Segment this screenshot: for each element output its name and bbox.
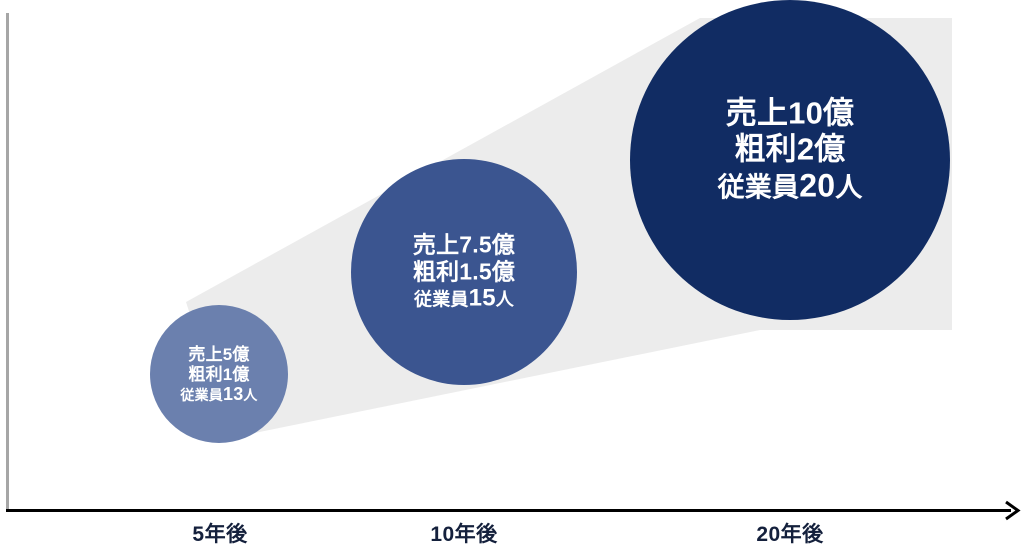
x-axis-arrow-icon [1005,500,1021,521]
bubble-10-years[interactable] [351,159,577,385]
bubble-5-years[interactable] [150,305,288,443]
x-axis-label-20-years: 20年後 [756,523,824,546]
x-axis-label-5-years: 5年後 [192,523,248,546]
x-axis-label-10-years: 10年後 [430,523,498,546]
bubble-20-years[interactable] [630,0,950,320]
